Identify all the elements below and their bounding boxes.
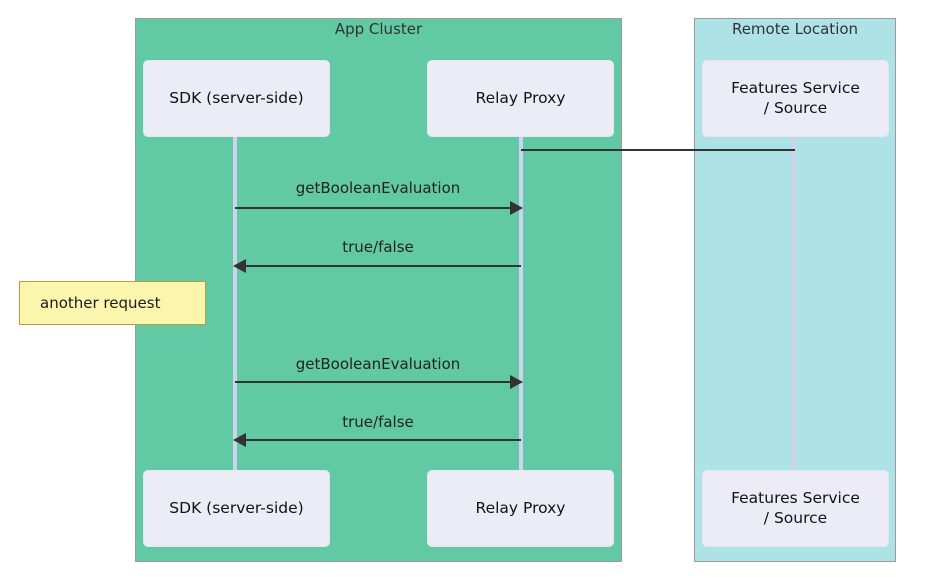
message-arrowhead-3 [510,375,523,389]
message-label-2: true/false [342,238,414,256]
message-label-4: true/false [342,413,414,431]
message-line-1 [235,207,510,210]
message-label-3: getBooleanEvaluation [295,355,461,373]
connector-relay-to-features [521,149,795,152]
note-another-request: another request [19,281,206,325]
message-line-4 [246,439,521,442]
lifeline-relay-proxy [519,137,523,470]
message-arrowhead-4 [233,433,246,447]
participant-features-service-top[interactable]: Features Service / Source [702,60,889,137]
message-line-3 [235,381,510,384]
group-label-app-cluster: App Cluster [334,20,423,38]
message-arrowhead-2 [233,259,246,273]
message-label-1: getBooleanEvaluation [295,179,461,197]
message-line-2 [246,265,521,268]
participant-relay-proxy-bottom[interactable]: Relay Proxy [427,470,614,547]
message-arrowhead-1 [510,201,523,215]
group-label-remote-location: Remote Location [731,20,859,38]
participant-sdk-top[interactable]: SDK (server-side) [143,60,330,137]
participant-sdk-bottom[interactable]: SDK (server-side) [143,470,330,547]
lifeline-features-service [792,137,796,470]
participant-relay-proxy-top[interactable]: Relay Proxy [427,60,614,137]
lifeline-sdk [233,137,237,470]
participant-features-service-bottom[interactable]: Features Service / Source [702,470,889,547]
